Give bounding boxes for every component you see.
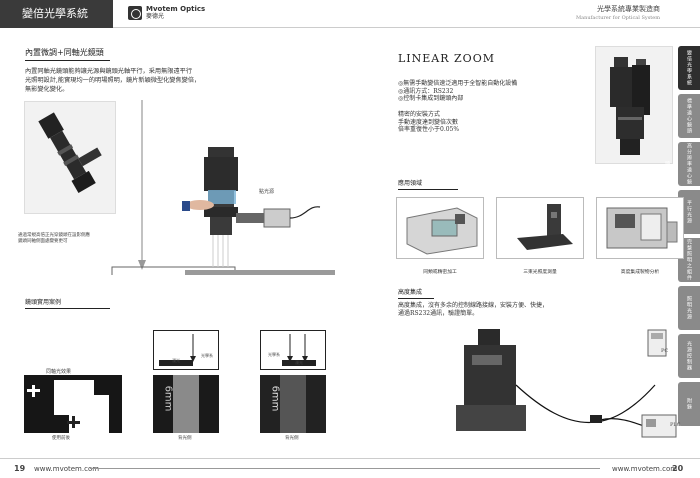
coaxial-light-diagram — [111, 100, 335, 275]
illum-label-c1: 光學系 — [268, 352, 280, 357]
lens-photo — [24, 101, 116, 214]
illum-caption-b: 背光側 — [178, 436, 192, 441]
footer-url[interactable]: www.mvotem.com — [34, 465, 100, 473]
mm-sample-c: 6mm — [260, 375, 326, 433]
light-source-label: 點光源 — [259, 189, 275, 195]
illum-diagram-b — [153, 330, 219, 370]
section1-title: 內置微調+同軸光鏡頭 — [25, 47, 110, 61]
logo-name: Mvotem Optics — [146, 5, 206, 13]
applications-title: 應用領域 — [398, 178, 458, 190]
coax-sample-image — [24, 375, 122, 433]
pc-label: PC — [661, 348, 669, 354]
mm-text-c: 6mm — [269, 385, 281, 412]
brand-logo: Mvotem Optics 麥德光 — [128, 6, 205, 20]
section2-title: 鏡頭實用案例 — [25, 297, 110, 309]
footer-rule-right — [350, 468, 600, 469]
feature-list: ◎無需手動變倍速泛適用于全智能自動化設備 ◎通訊方式：RS232 ◎控制卡集成到… — [398, 80, 518, 103]
footer-rule — [90, 468, 350, 469]
tab-light-source[interactable]: 照明光源 — [678, 286, 700, 330]
tab-appendix[interactable]: 附錄 — [678, 382, 700, 426]
photo-caption: 通過常規高倍正光穿鏡頭在設影側應 鏡頭同軸側面處變要更可 — [18, 233, 90, 244]
chapter-tabs: 變倍光學系統 標準遠心鏡頭 高分辨率遠心鏡頭 平行光源 完整照明之組件 照明光源… — [664, 46, 700, 430]
illum-label-c2: 漫光 — [295, 360, 303, 365]
app-image-2 — [496, 197, 584, 259]
tab-controller[interactable]: 光源控制器 — [678, 334, 700, 378]
illum-label-b1: 漫光 — [172, 358, 180, 363]
app-caption-2: 三束光照度測量 — [523, 270, 557, 275]
logo-mark-icon — [128, 6, 142, 20]
page-number: 19 — [14, 464, 26, 473]
integration-body: 高度集成，沒有多余的控制線路接線，安裝方便、快捷， 通過RS232通訊，驗證簡單… — [398, 302, 549, 317]
illum-diagram-c — [260, 330, 326, 370]
illum-caption-c: 背光側 — [285, 436, 299, 441]
section1-body: 內置同軸光鏡頭能夠讓光源與鏡頭光軸平行，采用無限遠平行 光照明設計,能實現均一的… — [25, 68, 201, 93]
app-caption-1: 同類或精密加工 — [423, 270, 457, 275]
feature-list-2: 精密的安裝方式 手動速度達到變倍次數 倍率重復性小于0.05% — [398, 111, 460, 134]
right-page: 光學系統專業製造商 Manufacturer for Optical Syste… — [350, 0, 700, 478]
mm-sample-b: 6mm — [153, 375, 219, 433]
app-image-3 — [596, 197, 684, 259]
logo-sub: 麥德光 — [146, 13, 165, 20]
left-footer: 19 www.mvotem.com — [0, 458, 350, 478]
app-image-1 — [396, 197, 484, 259]
illum-label-b2: 光學系 — [201, 353, 213, 358]
integration-title: 高度集成 — [398, 287, 434, 299]
tab-telecentric[interactable]: 標準遠心鏡頭 — [678, 94, 700, 138]
coax-caption: 使用前後 — [52, 436, 70, 441]
linear-zoom-icon — [610, 57, 650, 155]
footer-url-right[interactable]: www.mvotem.com — [612, 465, 678, 473]
right-header: 光學系統專業製造商 Manufacturer for Optical Syste… — [350, 0, 700, 28]
brand-tagline: 光學系統專業製造商 Manufacturer for Optical Syste… — [576, 5, 660, 21]
right-footer: www.mvotem.com 20 — [350, 458, 700, 478]
tab-zoom-system[interactable]: 變倍光學系統 — [678, 46, 700, 90]
app-caption-3: 高度集成製物分析 — [620, 270, 660, 275]
linear-zoom-title: LINEAR ZOOM — [398, 52, 495, 65]
tab-high-res-telecentric[interactable]: 高分辨率遠心鏡頭 — [664, 142, 700, 186]
page-number-right: 20 — [672, 464, 684, 473]
header-title: 變倍光學系統 — [0, 0, 113, 28]
left-header: 變倍光學系統 Mvotem Optics 麥德光 — [0, 0, 350, 28]
plc-label: PLC — [670, 422, 681, 428]
mm-text-b: 6mm — [162, 385, 174, 412]
connection-diagram — [456, 329, 677, 438]
linear-zoom-photo — [595, 46, 673, 164]
lens-photo-icon — [38, 112, 102, 193]
left-page: 變倍光學系統 Mvotem Optics 麥德光 內置微調+同軸光鏡頭 內置同軸… — [0, 0, 350, 478]
coax-effect-label: 同軸光效果 — [46, 369, 72, 375]
